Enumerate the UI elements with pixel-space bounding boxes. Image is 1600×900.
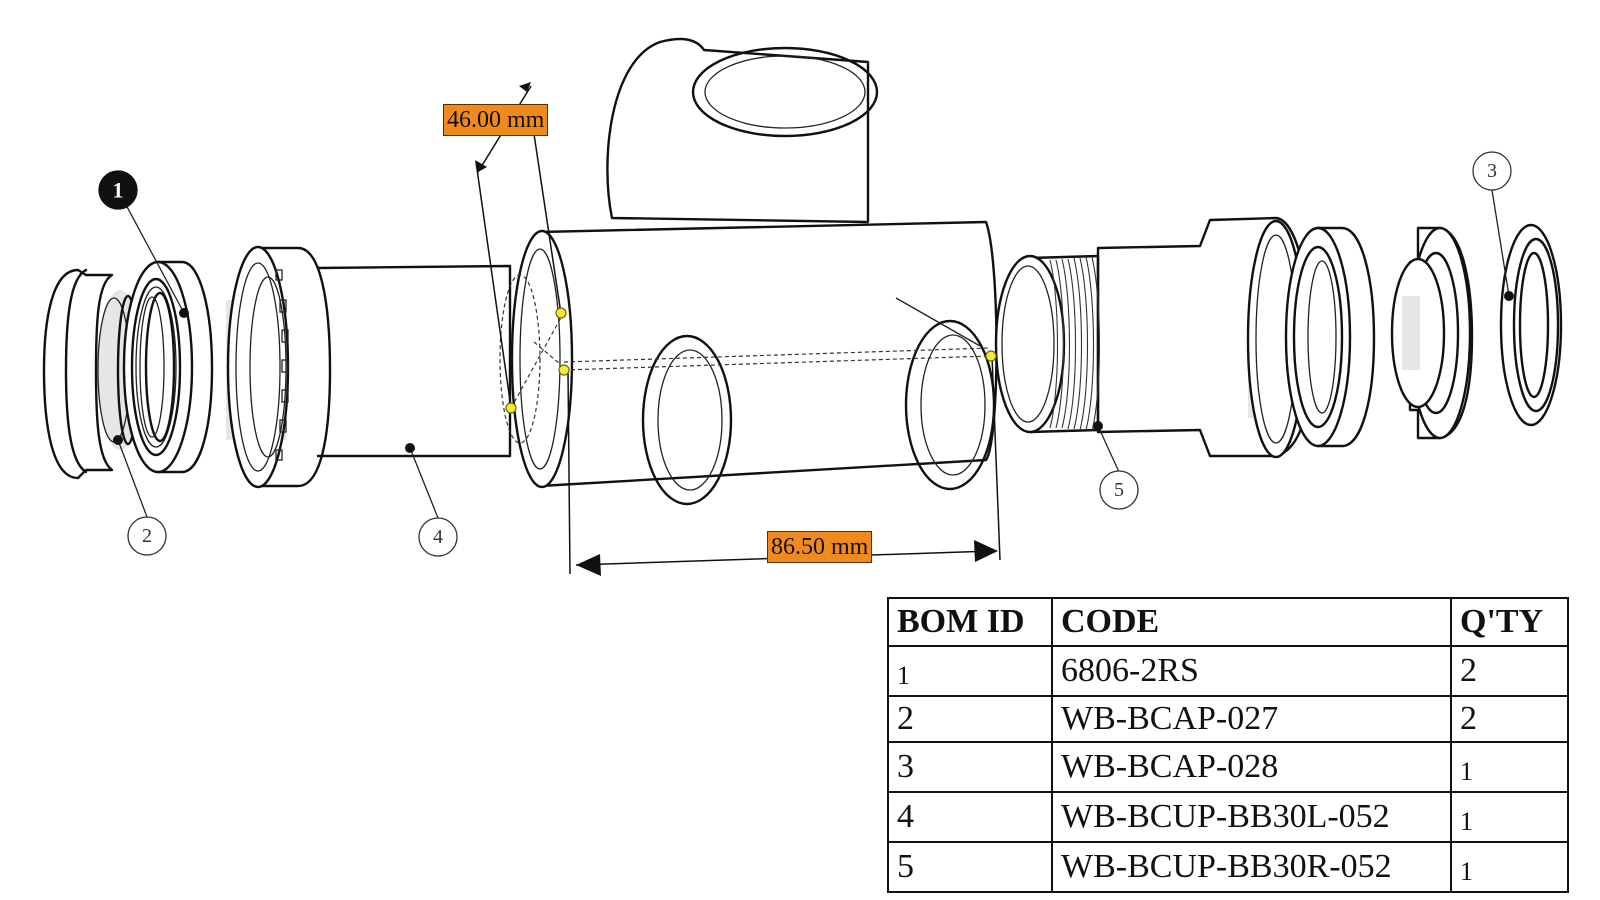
- bom-row: 1 6806-2RS 2: [887, 645, 1569, 697]
- part-bearing-cap-right: [1390, 226, 1474, 440]
- callout-2: 2: [113, 435, 167, 556]
- part-bb-shell: [499, 37, 998, 506]
- bom-table: BOM ID CODE Q'TY 1 6806-2RS 2 2 WB-BCAP-…: [887, 597, 1569, 893]
- bom-header-row: BOM ID CODE Q'TY: [887, 597, 1569, 647]
- part-cup-left: [226, 245, 512, 489]
- callout-4-label: 4: [433, 526, 443, 548]
- bom-row: 2 WB-BCAP-027 2: [887, 695, 1569, 743]
- bom-cell-id: 4: [887, 791, 1053, 843]
- callout-5-label: 5: [1114, 479, 1124, 501]
- measurement-pick-points: [505, 307, 997, 414]
- bom-cell-qty: 2: [1450, 645, 1569, 697]
- bom-cell-qty: 1: [1450, 791, 1569, 843]
- bom-cell-code: WB-BCUP-BB30R-052: [1051, 841, 1452, 893]
- callout-2-label: 2: [142, 525, 152, 547]
- callout-4: 4: [405, 443, 458, 557]
- bom-cell-id: 2: [887, 695, 1053, 743]
- part-bearing-right: [1284, 226, 1376, 448]
- bom-cell-qty: 1: [1450, 741, 1569, 793]
- bom-header-qty: Q'TY: [1450, 597, 1569, 647]
- bom-header-code: CODE: [1051, 597, 1452, 647]
- callout-1-label: 1: [113, 178, 124, 203]
- dimension-label-86mm: 86.50 mm: [767, 531, 873, 563]
- bom-cell-code: 6806-2RS: [1051, 645, 1452, 697]
- bom-cell-id: 3: [887, 741, 1053, 793]
- dimension-label-46mm: 46.00 mm: [443, 104, 549, 136]
- callout-1: 1: [98, 170, 189, 318]
- callout-3: 3: [1472, 151, 1514, 301]
- bom-cell-qty: 1: [1450, 841, 1569, 893]
- bom-cell-code: WB-BCAP-027: [1051, 695, 1452, 743]
- part-spacer-ring: [1499, 223, 1563, 427]
- bom-cell-id: 1: [887, 645, 1053, 697]
- bom-cell-qty: 2: [1450, 695, 1569, 743]
- part-cup-right: [994, 216, 1314, 459]
- bom-cell-code: WB-BCUP-BB30L-052: [1051, 791, 1452, 843]
- bom-cell-id: 5: [887, 841, 1053, 893]
- bom-cell-code: WB-BCAP-028: [1051, 741, 1452, 793]
- callout-5: 5: [1093, 421, 1139, 510]
- bom-row: 4 WB-BCUP-BB30L-052 1: [887, 791, 1569, 843]
- part-bearing-left: [122, 260, 214, 474]
- bom-row: 3 WB-BCAP-028 1: [887, 741, 1569, 793]
- bom-row: 5 WB-BCUP-BB30R-052 1: [887, 841, 1569, 893]
- callout-3-label: 3: [1487, 160, 1497, 182]
- bom-header-id: BOM ID: [887, 597, 1053, 647]
